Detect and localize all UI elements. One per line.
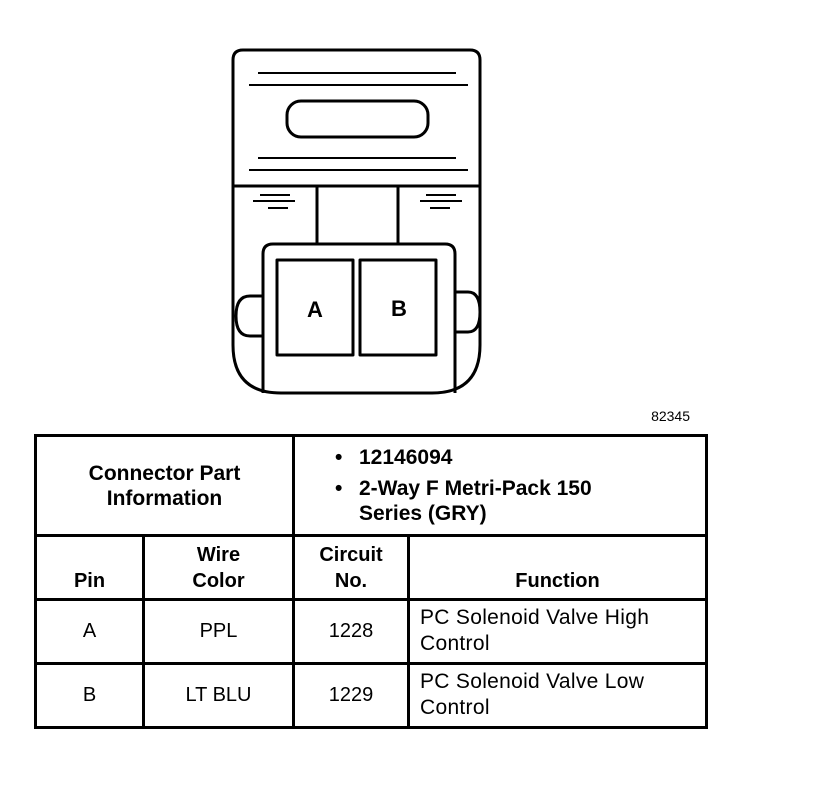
pin-label-b: B	[391, 296, 407, 321]
header-function: Function	[407, 534, 708, 601]
cell-function: PC Solenoid Valve High Control	[407, 598, 708, 665]
latch-window	[285, 99, 430, 139]
part-info-details: • 12146094 • 2-Way F Metri-Pack 150 Seri…	[292, 434, 708, 537]
side-tab-right	[455, 290, 482, 334]
part-info-row: Connector Part Information • 12146094 • …	[34, 434, 708, 537]
terminal-a	[275, 258, 355, 357]
cell-wire-color: PPL	[142, 598, 295, 665]
bullet-icon: •	[335, 477, 343, 500]
part-info-label: Connector Part Information	[34, 434, 295, 537]
table-row: B LT BLU 1229 PC Solenoid Valve Low Cont…	[34, 662, 708, 729]
cell-wire-color: LT BLU	[142, 662, 295, 729]
connector-face-diagram: A B	[231, 48, 482, 395]
header-wire-color: Wire Color	[142, 534, 295, 601]
connector-table: Connector Part Information • 12146094 • …	[34, 434, 708, 729]
cell-function: PC Solenoid Valve Low Control	[407, 662, 708, 729]
header-row: Pin Wire Color Circuit No. Function	[34, 534, 708, 601]
cell-pin: A	[34, 598, 145, 665]
terminal-b	[358, 258, 438, 357]
cell-circuit: 1229	[292, 662, 410, 729]
pin-label-a: A	[307, 297, 323, 322]
part-info-item: • 12146094	[335, 446, 453, 469]
bullet-icon: •	[335, 446, 343, 469]
header-pin: Pin	[34, 534, 145, 601]
part-info-list: • 12146094 • 2-Way F Metri-Pack 150 Seri…	[335, 445, 705, 526]
cell-circuit: 1228	[292, 598, 410, 665]
terminal-cavity	[261, 242, 457, 393]
figure-id: 82345	[651, 408, 690, 424]
side-tab-left	[234, 294, 263, 338]
header-circuit: Circuit No.	[292, 534, 410, 601]
part-info-item: • 2-Way F Metri-Pack 150 Series (GRY)	[335, 477, 592, 525]
connector-housing	[231, 48, 482, 395]
cell-pin: B	[34, 662, 145, 729]
table-row: A PPL 1228 PC Solenoid Valve High Contro…	[34, 598, 708, 665]
